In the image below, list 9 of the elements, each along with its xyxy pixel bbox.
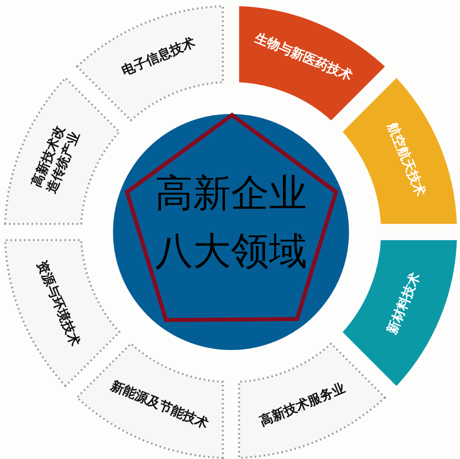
segment-label: 新能源及节能技术 [108, 378, 210, 434]
segment-label: 生物与新医药技术 [252, 30, 354, 86]
segment-label: 航空航天技术 [382, 120, 428, 200]
segment-label: 新材料技术 [384, 270, 424, 338]
segment-label: 电子信息技术 [120, 36, 198, 81]
segment-label: 高新技术改造传统产业 [28, 122, 85, 198]
segment-label: 高新技术服务业 [258, 380, 348, 431]
center-title: 高新企业八大领域 [154, 170, 308, 275]
segment-label: 资源与环境技术 [32, 258, 82, 350]
